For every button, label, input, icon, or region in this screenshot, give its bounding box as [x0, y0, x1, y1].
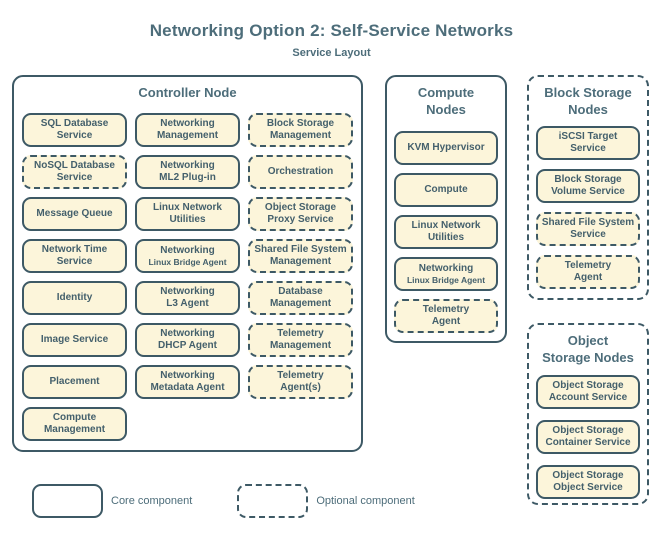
diagram-title: Networking Option 2: Self-Service Networ… — [149, 21, 514, 40]
core-component-swatch — [32, 484, 103, 518]
service-box-image-service: Image Service — [22, 322, 127, 357]
diagram-subtitle: Service Layout — [292, 47, 371, 59]
service-box-identity: Identity — [22, 280, 127, 315]
service-box-placement: Placement — [22, 364, 127, 399]
service-box-orchestration: Orchestration — [248, 154, 353, 189]
core-component-label: Core component — [111, 495, 193, 507]
optional-component-label: Optional component — [316, 495, 415, 507]
service-box-kvm-hypervisor: KVM Hypervisor — [394, 130, 498, 165]
legend: Core component Optional component — [32, 484, 415, 518]
optional-component-swatch — [237, 484, 309, 518]
controller-node-title: Controller Node — [138, 85, 237, 100]
service-box-message-queue: Message Queue — [22, 196, 127, 231]
service-box-compute: Compute — [394, 172, 498, 207]
